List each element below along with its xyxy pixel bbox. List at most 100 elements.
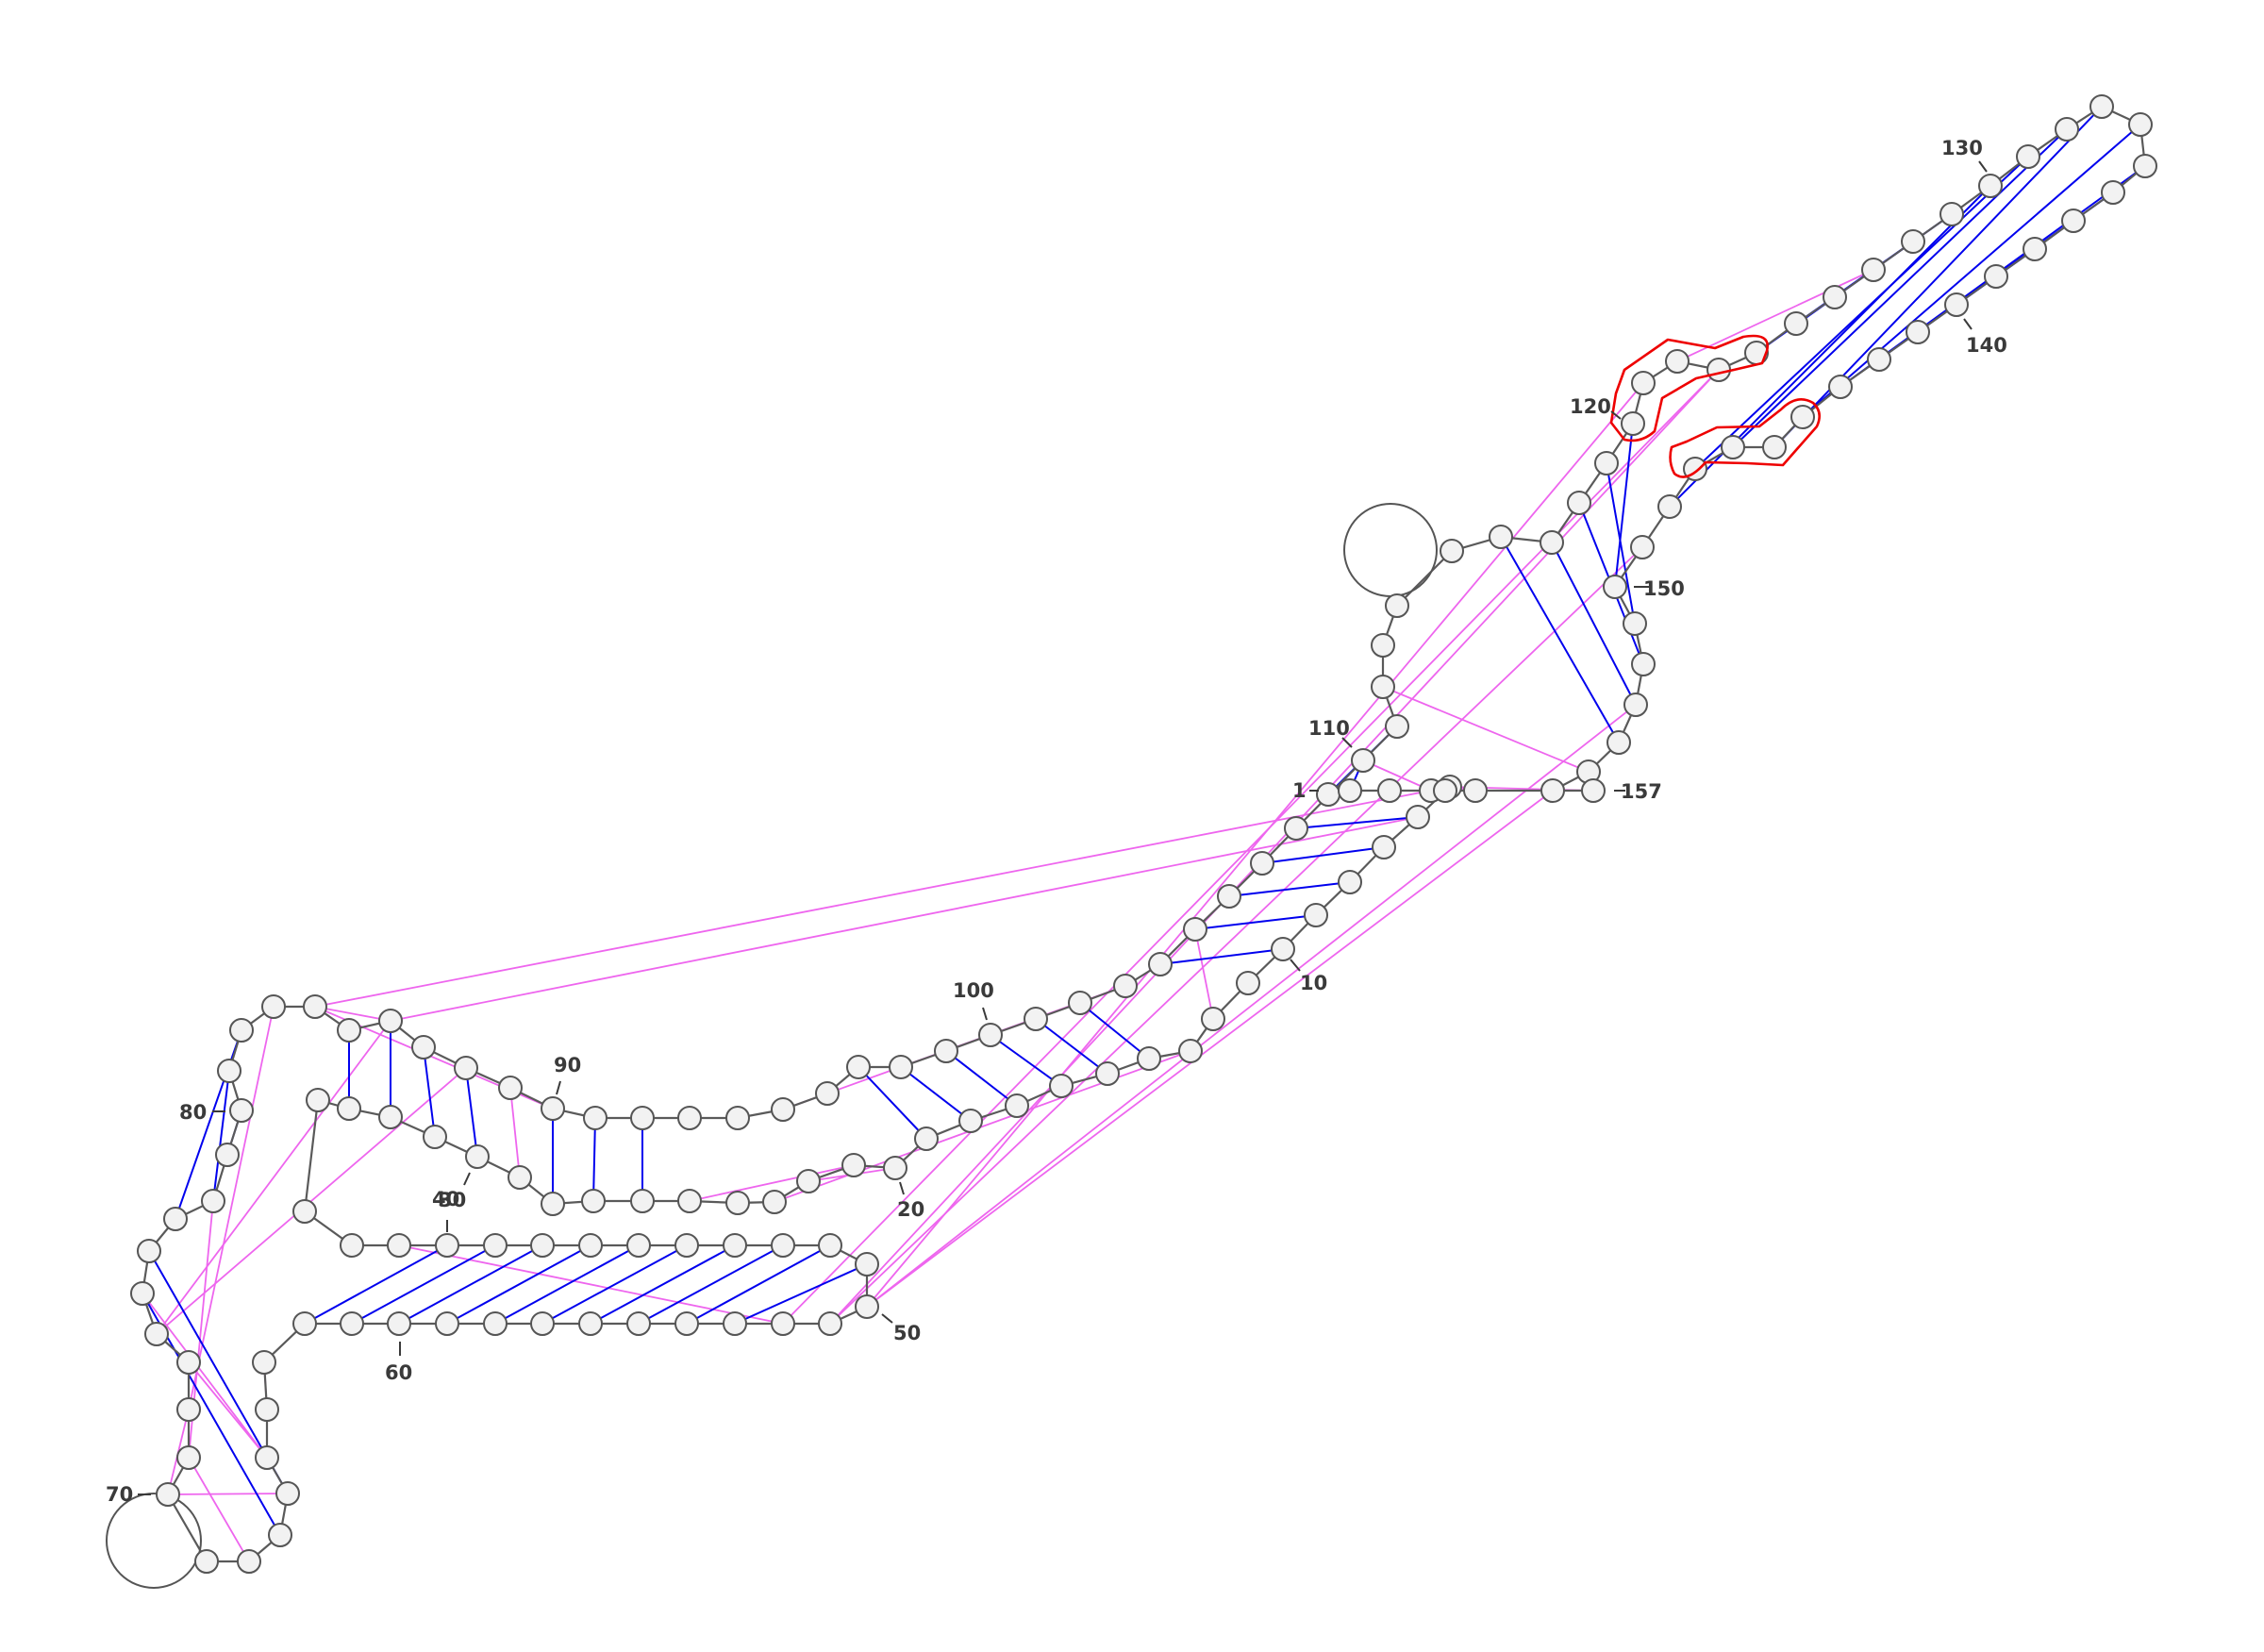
nucleotide-78 [229,1098,254,1123]
noncanonical-interaction-48-153 [866,790,1554,1308]
nucleotide-12 [1201,1007,1225,1031]
base-pair-129-143 [1732,128,2068,448]
nucleotide-61 [252,1350,276,1375]
nucleotide-111 [1385,593,1409,618]
label-120: 120 [1570,395,1611,418]
nucleotide-69 [176,1445,201,1470]
nucleotide-27 [581,1189,606,1213]
nucleotide-65 [268,1523,292,1547]
noncanonical-interaction-13-23 [774,1050,1191,1203]
nucleotide-81 [261,994,286,1019]
base-pair-19-95 [857,1066,927,1140]
nucleotide-17 [1005,1093,1029,1118]
nucleotide-31 [423,1125,447,1149]
nucleotide-14 [1137,1046,1161,1071]
nucleotide-8 [1338,870,1362,894]
label-40: 40 [432,1188,459,1210]
nucleotide-156 [1433,778,1457,803]
nucleotide-34 [306,1088,330,1112]
nucleotide-6 [1406,805,1430,829]
nucleotide-119 [1665,349,1690,374]
nucleotide-60 [292,1311,317,1336]
nucleotide-26 [630,1189,655,1213]
noncanonical-interaction-12-103 [1194,928,1214,1020]
base-pair-16-98 [990,1034,1062,1087]
base-pair-31-85 [423,1046,436,1138]
base-pair-18-96 [900,1066,972,1122]
base-pair-131-141 [1802,124,2141,418]
nucleotide-71 [176,1350,201,1375]
nucleotide-74 [137,1239,161,1263]
nucleotide-134 [2061,209,2086,233]
nucleotide-72 [144,1322,169,1346]
nucleotide-30 [465,1144,490,1169]
label-50: 50 [893,1322,921,1344]
nucleotide-15 [1095,1061,1120,1086]
nucleotide-1 [1316,782,1340,807]
nucleotide-115 [1567,491,1591,515]
noncanonical-interaction-63-71 [188,1361,268,1459]
nucleotide-22 [796,1169,821,1193]
nucleotide-121 [1744,341,1769,365]
nucleotide-103 [1183,917,1207,942]
nucleotide-88 [541,1096,565,1121]
nucleotide-79 [217,1059,241,1083]
loop-arc-bottom [106,1493,202,1589]
nucleotide-120 [1706,358,1731,382]
nucleotide-125 [1901,229,1925,254]
base-pair-40-58 [398,1244,543,1325]
nucleotide-24 [725,1191,750,1215]
nucleotide-151 [1606,730,1631,755]
nucleotide-52 [674,1311,699,1336]
nucleotide-68 [156,1482,180,1507]
nucleotide-145 [1657,494,1682,519]
tick-130 [1978,160,1988,173]
base-pair-41-57 [446,1244,591,1325]
label-80: 80 [179,1101,207,1124]
nucleotide-153 [1540,778,1565,803]
base-pair-17-97 [945,1050,1018,1107]
label-60: 60 [385,1361,412,1384]
nucleotide-45 [771,1233,795,1258]
noncanonical-interaction-109-152 [1382,686,1590,773]
nucleotide-11 [1236,971,1260,995]
nucleotide-3 [1377,778,1402,803]
backbone [141,105,2147,1563]
nucleotide-33 [337,1096,361,1121]
highlight-region-upper [1609,334,1769,442]
noncanonical-interaction-84-6 [390,816,1419,1022]
nucleotide-2 [1338,778,1362,803]
nucleotide-117 [1621,411,1645,436]
nucleotide-118 [1631,371,1656,395]
nucleotide-95 [846,1055,871,1079]
tick-120 [1610,410,1622,420]
nucleotide-105 [1250,851,1274,876]
base-pair-6-106 [1295,816,1419,829]
base-pair-46-52 [686,1244,831,1325]
nucleotide-40 [530,1233,555,1258]
nucleotide-59 [340,1311,364,1336]
base-pair-45-53 [638,1244,784,1325]
nucleotide-97 [934,1039,958,1063]
base-pair-9-103 [1194,914,1317,930]
noncanonical-interaction-29-87 [509,1087,521,1178]
nucleotide-138 [1906,320,1930,344]
base-pair-39-59 [351,1244,496,1325]
nucleotide-67 [194,1549,219,1574]
nucleotide-29 [508,1165,532,1190]
nucleotide-132 [2133,154,2157,178]
base-pair-15-99 [1035,1018,1108,1075]
nucleotides [130,94,2157,1574]
nucleotide-77 [215,1143,240,1167]
nucleotide-96 [889,1055,913,1079]
nucleotide-155 [1463,778,1488,803]
base-pair-14-100 [1079,1002,1150,1060]
nucleotide-84 [378,1009,403,1033]
base-pair-43-55 [541,1244,688,1325]
base-pair-113-151 [1500,536,1620,743]
base-pair-130-142 [1773,106,2103,448]
nucleotide-50 [771,1311,795,1336]
nucleotide-114 [1540,530,1564,555]
highlight-region-lower [1669,398,1822,478]
highlight-regions [1609,334,1822,478]
